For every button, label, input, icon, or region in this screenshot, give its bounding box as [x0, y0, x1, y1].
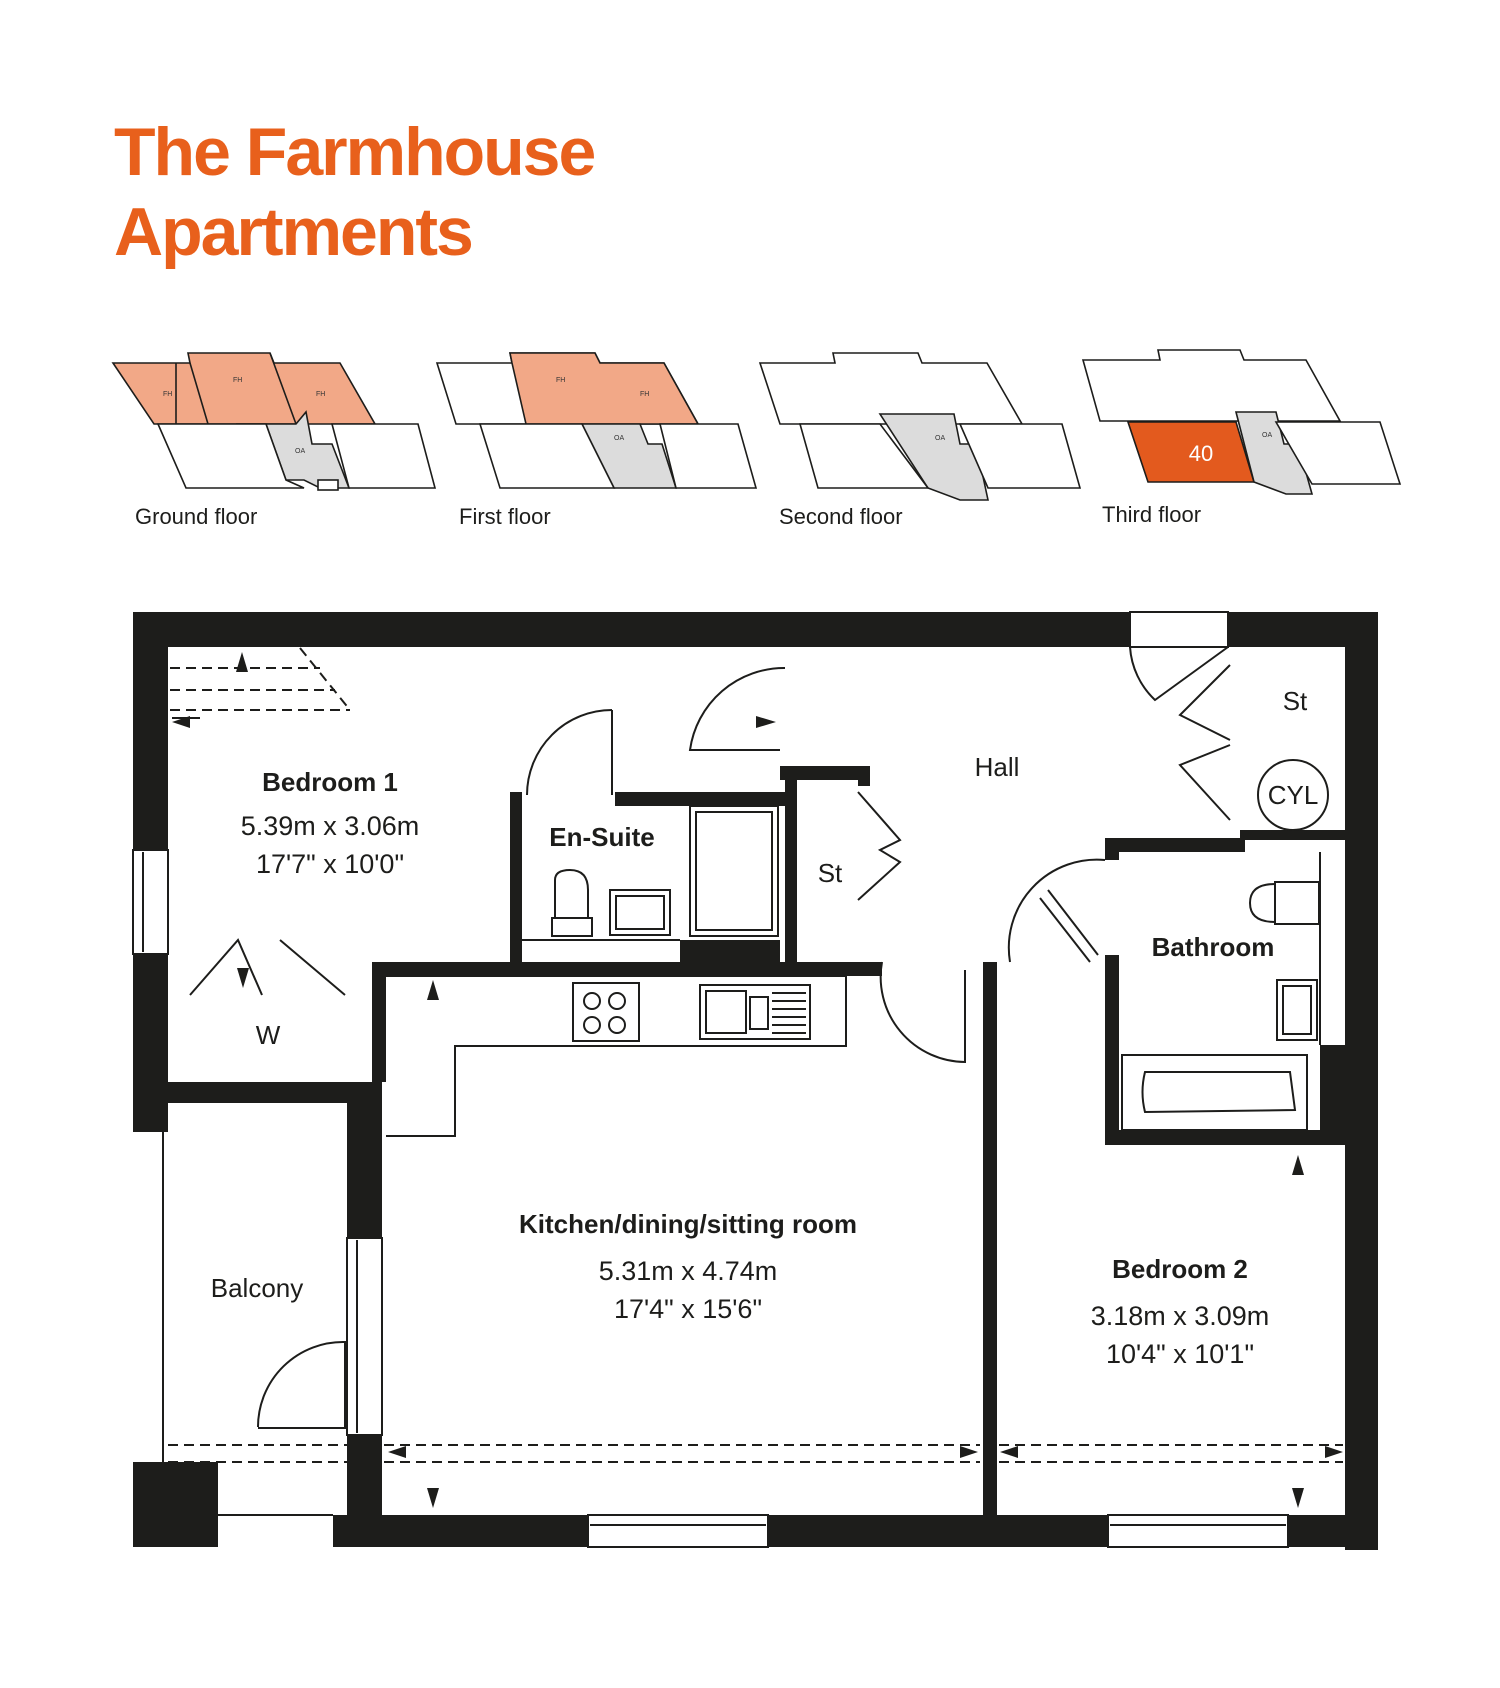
key-first-label: First floor	[459, 504, 551, 529]
wardrobe-name: W	[256, 1020, 281, 1050]
key-third-label: Third floor	[1102, 502, 1201, 527]
hall-name: Hall	[975, 752, 1020, 782]
bedroom1-name: Bedroom 1	[262, 767, 398, 797]
key-first-tag-1: FH	[556, 377, 565, 384]
key-ground-tag-4: OA	[295, 448, 305, 455]
kitchen-metric: 5.31m x 4.74m	[599, 1256, 778, 1286]
bathroom-name: Bathroom	[1152, 932, 1275, 962]
key-plan-second[interactable]: OA	[758, 352, 1082, 501]
kitchen-name: Kitchen/dining/sitting room	[519, 1209, 857, 1239]
bedroom2-metric: 3.18m x 3.09m	[1091, 1301, 1270, 1331]
key-third-unit: 40	[1189, 441, 1213, 466]
store-right-name: St	[1283, 686, 1308, 716]
key-plan-first[interactable]: FH FH OA	[435, 352, 758, 489]
ensuite-name: En-Suite	[549, 822, 654, 852]
bedroom1-metric: 5.39m x 3.06m	[241, 811, 420, 841]
title-line-1: The Farmhouse	[114, 114, 596, 190]
key-third-tag-1: OA	[1262, 432, 1272, 439]
page-title: The Farmhouse Apartments	[114, 112, 596, 272]
store-left-name: St	[818, 858, 843, 888]
key-second-tag-1: OA	[935, 435, 945, 442]
interior-walls	[372, 766, 1345, 1517]
key-ground-tag-1: FH	[163, 391, 172, 398]
balcony-name: Balcony	[211, 1273, 304, 1303]
key-second-label: Second floor	[779, 504, 903, 529]
exterior-walls	[133, 612, 1378, 1550]
key-ground-label: Ground floor	[135, 504, 257, 529]
kitchen-imperial: 17'4" x 15'6"	[614, 1294, 762, 1324]
key-first-tag-2: FH	[640, 391, 649, 398]
arrows	[172, 652, 1343, 1508]
bedroom2-imperial: 10'4" x 10'1"	[1106, 1339, 1254, 1369]
key-first-tag-3: OA	[614, 435, 624, 442]
key-ground-tag-2: FH	[233, 377, 242, 384]
key-plan-third[interactable]: 40 OA	[1081, 349, 1402, 495]
key-ground-tag-3: FH	[316, 391, 325, 398]
bedroom2-name: Bedroom 2	[1112, 1254, 1248, 1284]
bedroom1-imperial: 17'7" x 10'0"	[256, 849, 404, 879]
title-line-2: Apartments	[114, 194, 474, 270]
fittings	[132, 611, 1343, 1548]
cylinder-name: CYL	[1268, 780, 1319, 810]
key-plan-ground[interactable]: FH FH FH OA	[111, 352, 437, 491]
